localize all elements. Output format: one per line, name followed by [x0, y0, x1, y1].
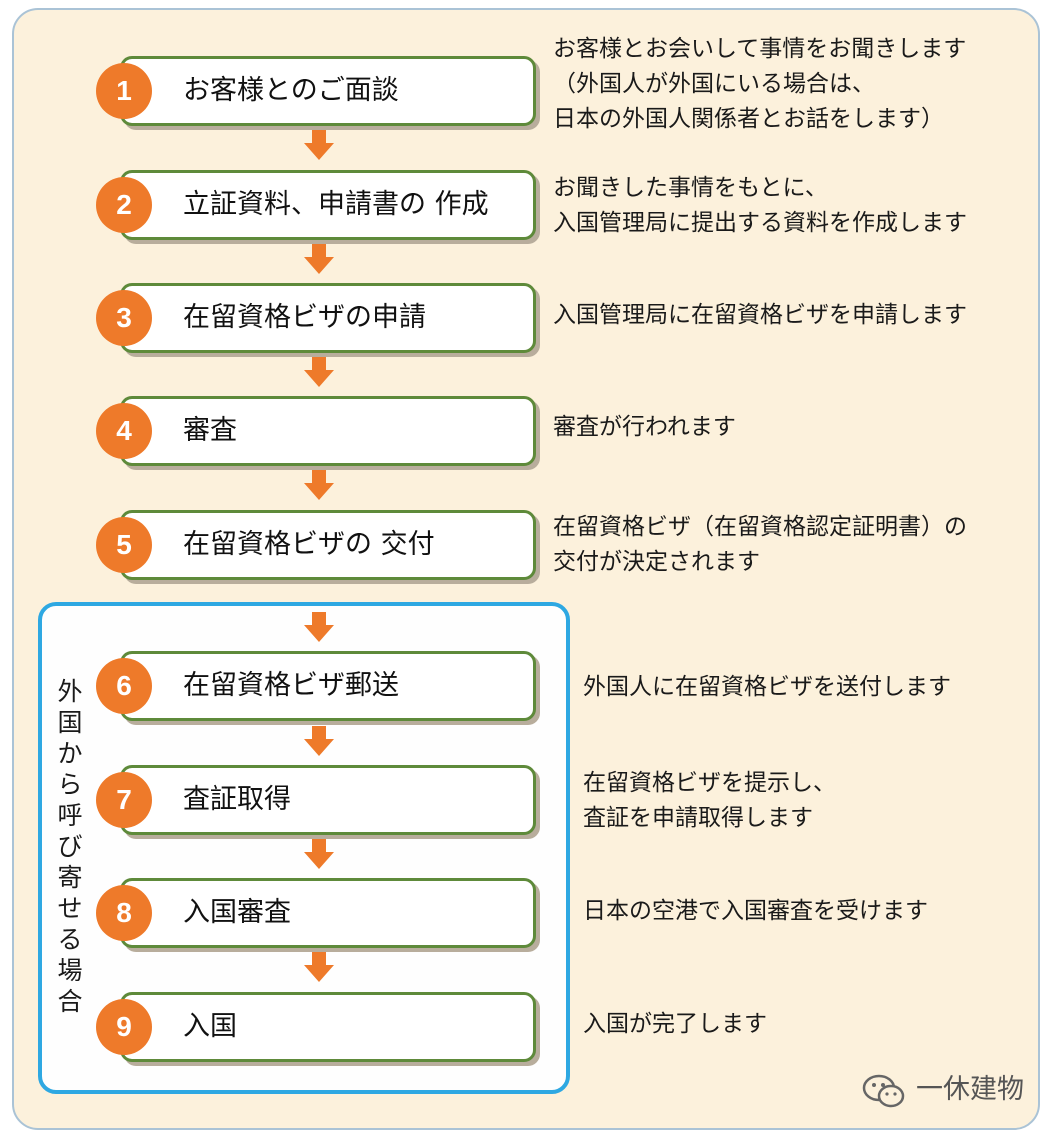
step-9-label: 入国 [183, 1011, 237, 1042]
step-5-label: 在留資格ビザの 交付 [183, 529, 435, 560]
step-6-desc-line-1: 外国人に在留資格ビザを送付します [583, 674, 951, 700]
step-9-description: 入国が完了します [583, 1007, 767, 1042]
step-7-desc-line-2: 査証を申請取得します [583, 805, 813, 831]
step-8-number: 8 [96, 885, 152, 941]
step-6-arrow-icon [304, 726, 334, 756]
wechat-icon [862, 1074, 905, 1107]
step-4-arrow-icon [304, 470, 334, 500]
step-7-desc-line-1: 在留資格ビザを提示し、 [583, 770, 836, 796]
step-5-number: 5 [96, 517, 152, 573]
step-1-desc-line-1: お客様とお会いして事情をお聞きします [553, 36, 967, 62]
step-8-label: 入国審査 [183, 897, 291, 928]
step-5-desc-line-1: 在留資格ビザ（在留資格認定証明書）の [553, 514, 967, 540]
step-2-box [120, 170, 536, 240]
watermark: 一休建物 [862, 1070, 1024, 1110]
step-8-desc-line-1: 日本の空港で入国審査を受けます [583, 898, 928, 924]
step-1-arrow-icon [304, 130, 334, 160]
step-5-arrow-icon [304, 612, 334, 642]
step-9-desc-line-1: 入国が完了します [583, 1011, 767, 1037]
step-1-description: お客様とお会いして事情をお聞きします （外国人が外国にいる場合は、 日本の外国人… [553, 32, 966, 137]
step-4-box [120, 396, 536, 466]
step-8-box [120, 878, 536, 948]
step-5-desc-line-2: 交付が決定されます [553, 549, 760, 575]
step-4-desc-line-1: 審査が行われます [553, 414, 736, 440]
step-2-arrow-icon [304, 244, 334, 274]
step-9-number: 9 [96, 999, 152, 1055]
step-6-label: 在留資格ビザ郵送 [183, 670, 399, 701]
step-3-number: 3 [96, 290, 152, 346]
step-6-box [120, 651, 536, 721]
step-4-description: 審査が行われます [553, 410, 736, 445]
step-7-label: 査証取得 [183, 784, 291, 815]
step-7-arrow-icon [304, 839, 334, 869]
step-4-number: 4 [96, 403, 152, 459]
step-5-description: 在留資格ビザ（在留資格認定証明書）の 交付が決定されます [553, 510, 967, 580]
step-4-label: 審査 [183, 415, 237, 446]
step-2-desc-line-1: お聞きした事情をもとに、 [553, 175, 828, 201]
step-8-arrow-icon [304, 952, 334, 982]
step-7-description: 在留資格ビザを提示し、 査証を申請取得します [583, 766, 836, 836]
step-2-description: お聞きした事情をもとに、 入国管理局に提出する資料を作成します [553, 171, 967, 241]
step-2-number: 2 [96, 177, 152, 233]
step-2-desc-line-2: 入国管理局に提出する資料を作成します [553, 210, 967, 236]
watermark-text: 一休建物 [916, 1074, 1024, 1105]
overseas-group-label: 外国から呼び寄せる場合 [57, 677, 83, 1016]
step-1-box [120, 56, 536, 126]
step-1-desc-line-3: 日本の外国人関係者とお話をします） [553, 106, 944, 132]
step-9-box [120, 992, 536, 1062]
step-1-label: お客様とのご面談 [183, 75, 399, 106]
step-2-label: 立証資料、申請書の 作成 [183, 189, 489, 220]
step-3-description: 入国管理局に在留資格ビザを申請します [553, 298, 967, 333]
step-1-desc-line-2: （外国人が外国にいる場合は、 [553, 71, 875, 97]
step-6-number: 6 [96, 658, 152, 714]
step-3-desc-line-1: 入国管理局に在留資格ビザを申請します [553, 302, 967, 328]
step-3-box [120, 283, 536, 353]
step-1-number: 1 [96, 63, 152, 119]
step-3-arrow-icon [304, 357, 334, 387]
step-3-label: 在留資格ビザの申請 [183, 302, 426, 333]
step-7-number: 7 [96, 772, 152, 828]
step-8-description: 日本の空港で入国審査を受けます [583, 894, 928, 929]
step-6-description: 外国人に在留資格ビザを送付します [583, 670, 951, 705]
